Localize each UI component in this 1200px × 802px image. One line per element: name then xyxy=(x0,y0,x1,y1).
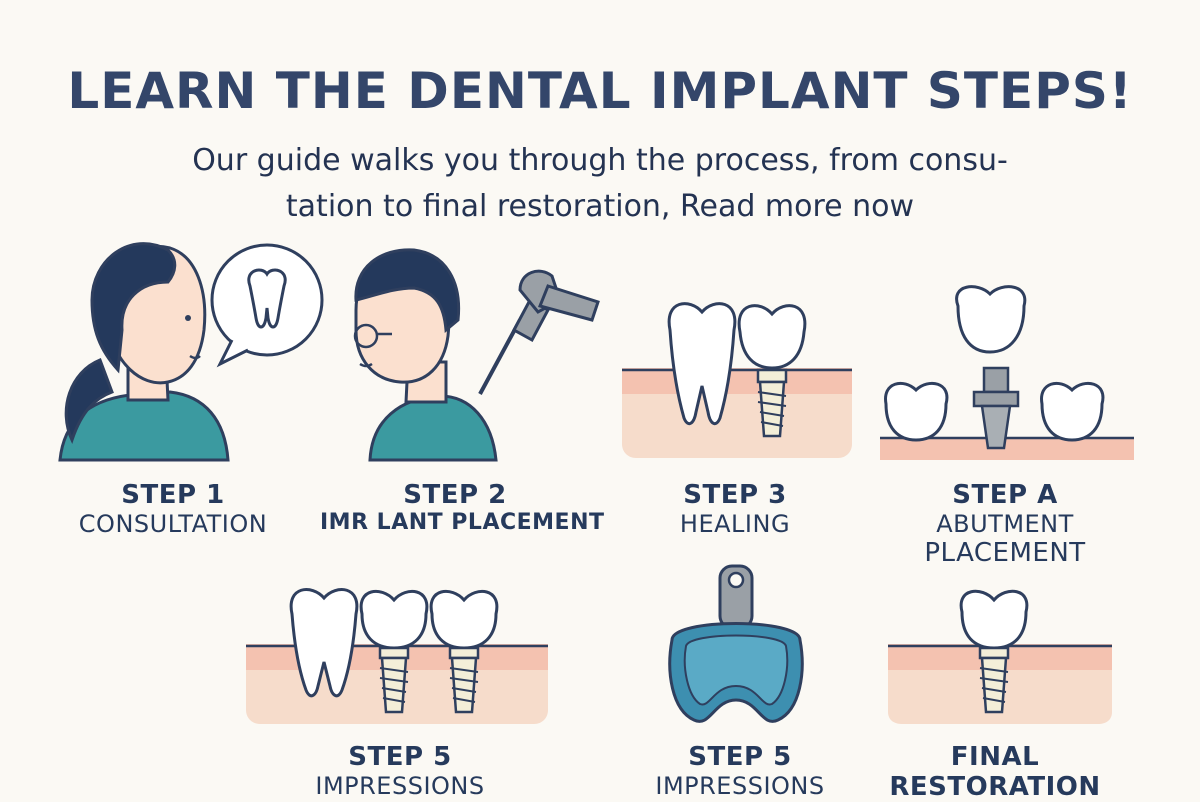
dentist-figure xyxy=(353,248,498,462)
step-5-label: STEP 5 IMPRESSIONS xyxy=(280,742,520,800)
step-name-line-2: PLACEMENT xyxy=(924,538,1086,568)
crown-icon xyxy=(429,590,499,650)
step-name: CONSULTATION xyxy=(78,510,268,538)
crown-icon xyxy=(737,304,807,370)
step-number: STEP 3 xyxy=(683,480,787,510)
final-restoration-illustration xyxy=(888,589,1112,724)
natural-tooth-icon xyxy=(289,588,359,698)
step-name: IMPRESSIONS xyxy=(315,772,485,800)
abutment-icon xyxy=(972,366,1020,450)
subtitle-line-1: Our guide walks you through the process,… xyxy=(192,143,1008,178)
healing-illustration xyxy=(622,302,852,458)
natural-tooth-icon xyxy=(667,302,737,426)
step-number: FINAL xyxy=(950,742,1040,772)
dental-drill-icon xyxy=(478,269,600,395)
crown-icon xyxy=(959,589,1029,650)
implant-screw-icon xyxy=(756,368,788,438)
step-5b-label: STEP 5 IMPRESSIONS xyxy=(620,742,860,800)
subtitle-line-2: tation to final restoration, Read more n… xyxy=(285,189,915,224)
step-a-label: STEP A ABUTMENT PLACEMENT xyxy=(890,480,1120,568)
implant-screw-icon xyxy=(378,646,410,714)
speech-bubble xyxy=(210,243,324,368)
step-number: STEP 5 xyxy=(348,742,452,772)
step-name: IMR LANT PLACEMENT xyxy=(320,510,605,535)
step-name: IMPRESSIONS xyxy=(655,772,825,800)
implant-screw-icon xyxy=(448,646,480,714)
step-number: STEP 1 xyxy=(121,480,225,510)
impression-tray-icon xyxy=(668,564,804,723)
implant-screw-icon xyxy=(978,646,1010,714)
tooth-icon xyxy=(884,381,949,442)
patient-figure xyxy=(58,242,230,462)
crown-icon xyxy=(359,590,429,650)
step-number: STEP 5 xyxy=(688,742,792,772)
step-3-label: STEP 3 HEALING xyxy=(630,480,840,538)
glasses-icon xyxy=(353,323,379,349)
step-number: STEP 2 xyxy=(403,480,507,510)
abutment-illustration xyxy=(880,285,1134,460)
step-1-label: STEP 1 CONSULTATION xyxy=(58,480,288,538)
step-name: RESTORATION xyxy=(889,772,1101,802)
tooth-icon xyxy=(1040,381,1105,442)
page-title: LEARN THE DENTAL IMPLANT STEPS! xyxy=(67,62,1133,120)
step-name: HEALING xyxy=(679,510,791,538)
impressions-illustration xyxy=(246,588,548,724)
page-subtitle: Our guide walks you through the process,… xyxy=(0,138,1200,230)
final-label: FINAL RESTORATION xyxy=(880,742,1110,802)
crown-icon xyxy=(955,285,1027,354)
step-number: STEP A xyxy=(952,480,1058,510)
tooth-icon xyxy=(247,268,287,329)
step-2-label: STEP 2 IMR LANT PLACEMENT xyxy=(320,480,605,535)
step-name: ABUTMENT xyxy=(936,510,1074,538)
